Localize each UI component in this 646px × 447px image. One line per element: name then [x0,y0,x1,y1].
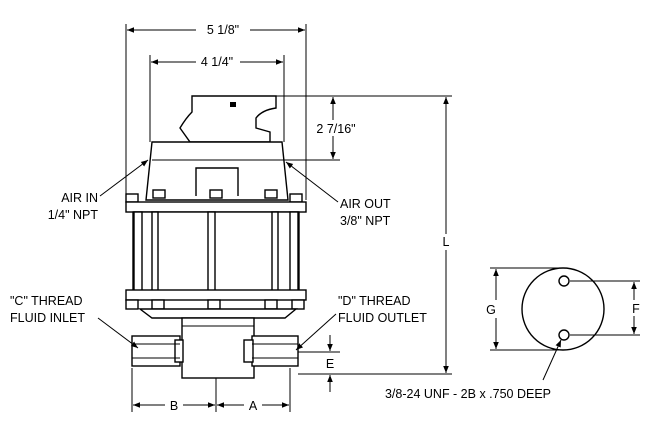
head-width-label: 4 1/4" [201,55,233,69]
d-thread-fitting [243,335,299,367]
pump-bottom-view: G F 3/8-24 UNF - 2B x .750 DEEP [385,267,640,401]
e-label: E [326,357,334,371]
g-label: G [486,303,496,317]
air-in-line2: 1/4" NPT [48,208,99,222]
air-in-line1: AIR IN [61,191,98,205]
dim-head-width: 4 1/4" [149,55,285,142]
c-thread-fitting [131,335,184,367]
callout-c-thread: "C" THREAD FLUID INLET [10,294,139,349]
air-out-line1: AIR OUT [340,197,391,211]
air-out-line2: 3/8" NPT [340,214,391,228]
pump-front-view [125,95,307,392]
callout-air-in: AIR IN 1/4" NPT [48,159,149,222]
c-thread-line1: "C" THREAD [10,294,83,308]
air-head [145,141,289,201]
length-label: L [443,235,450,249]
a-label: A [249,399,258,413]
dim-b-a: B A [131,368,291,413]
dim-e: E [298,335,340,392]
dim-length: L [298,97,452,375]
dim-overall-width: 5 1/8" [125,23,307,200]
callout-d-thread: "D" THREAD FLUID OUTLET [295,294,427,351]
fluid-block [181,317,255,379]
lower-flange [125,289,307,301]
dim-cap-height: 2 7/16" [276,95,452,161]
cap-height-label: 2 7/16" [316,122,355,136]
upper-bolts [125,189,303,203]
c-thread-line2: FLUID INLET [10,311,85,325]
mount-thread-label: 3/8-24 UNF - 2B x .750 DEEP [385,387,551,401]
overall-width-label: 5 1/8" [207,23,239,37]
d-thread-line2: FLUID OUTLET [338,311,427,325]
f-label: F [632,302,640,316]
callout-air-out: AIR OUT 3/8" NPT [285,161,391,228]
b-label: B [170,399,178,413]
cap-port [230,102,236,107]
air-cap [179,95,277,143]
fluid-body-taper [137,308,298,319]
upper-flange [125,201,307,213]
d-thread-line1: "D" THREAD [338,294,411,308]
lower-bolts [125,299,305,310]
